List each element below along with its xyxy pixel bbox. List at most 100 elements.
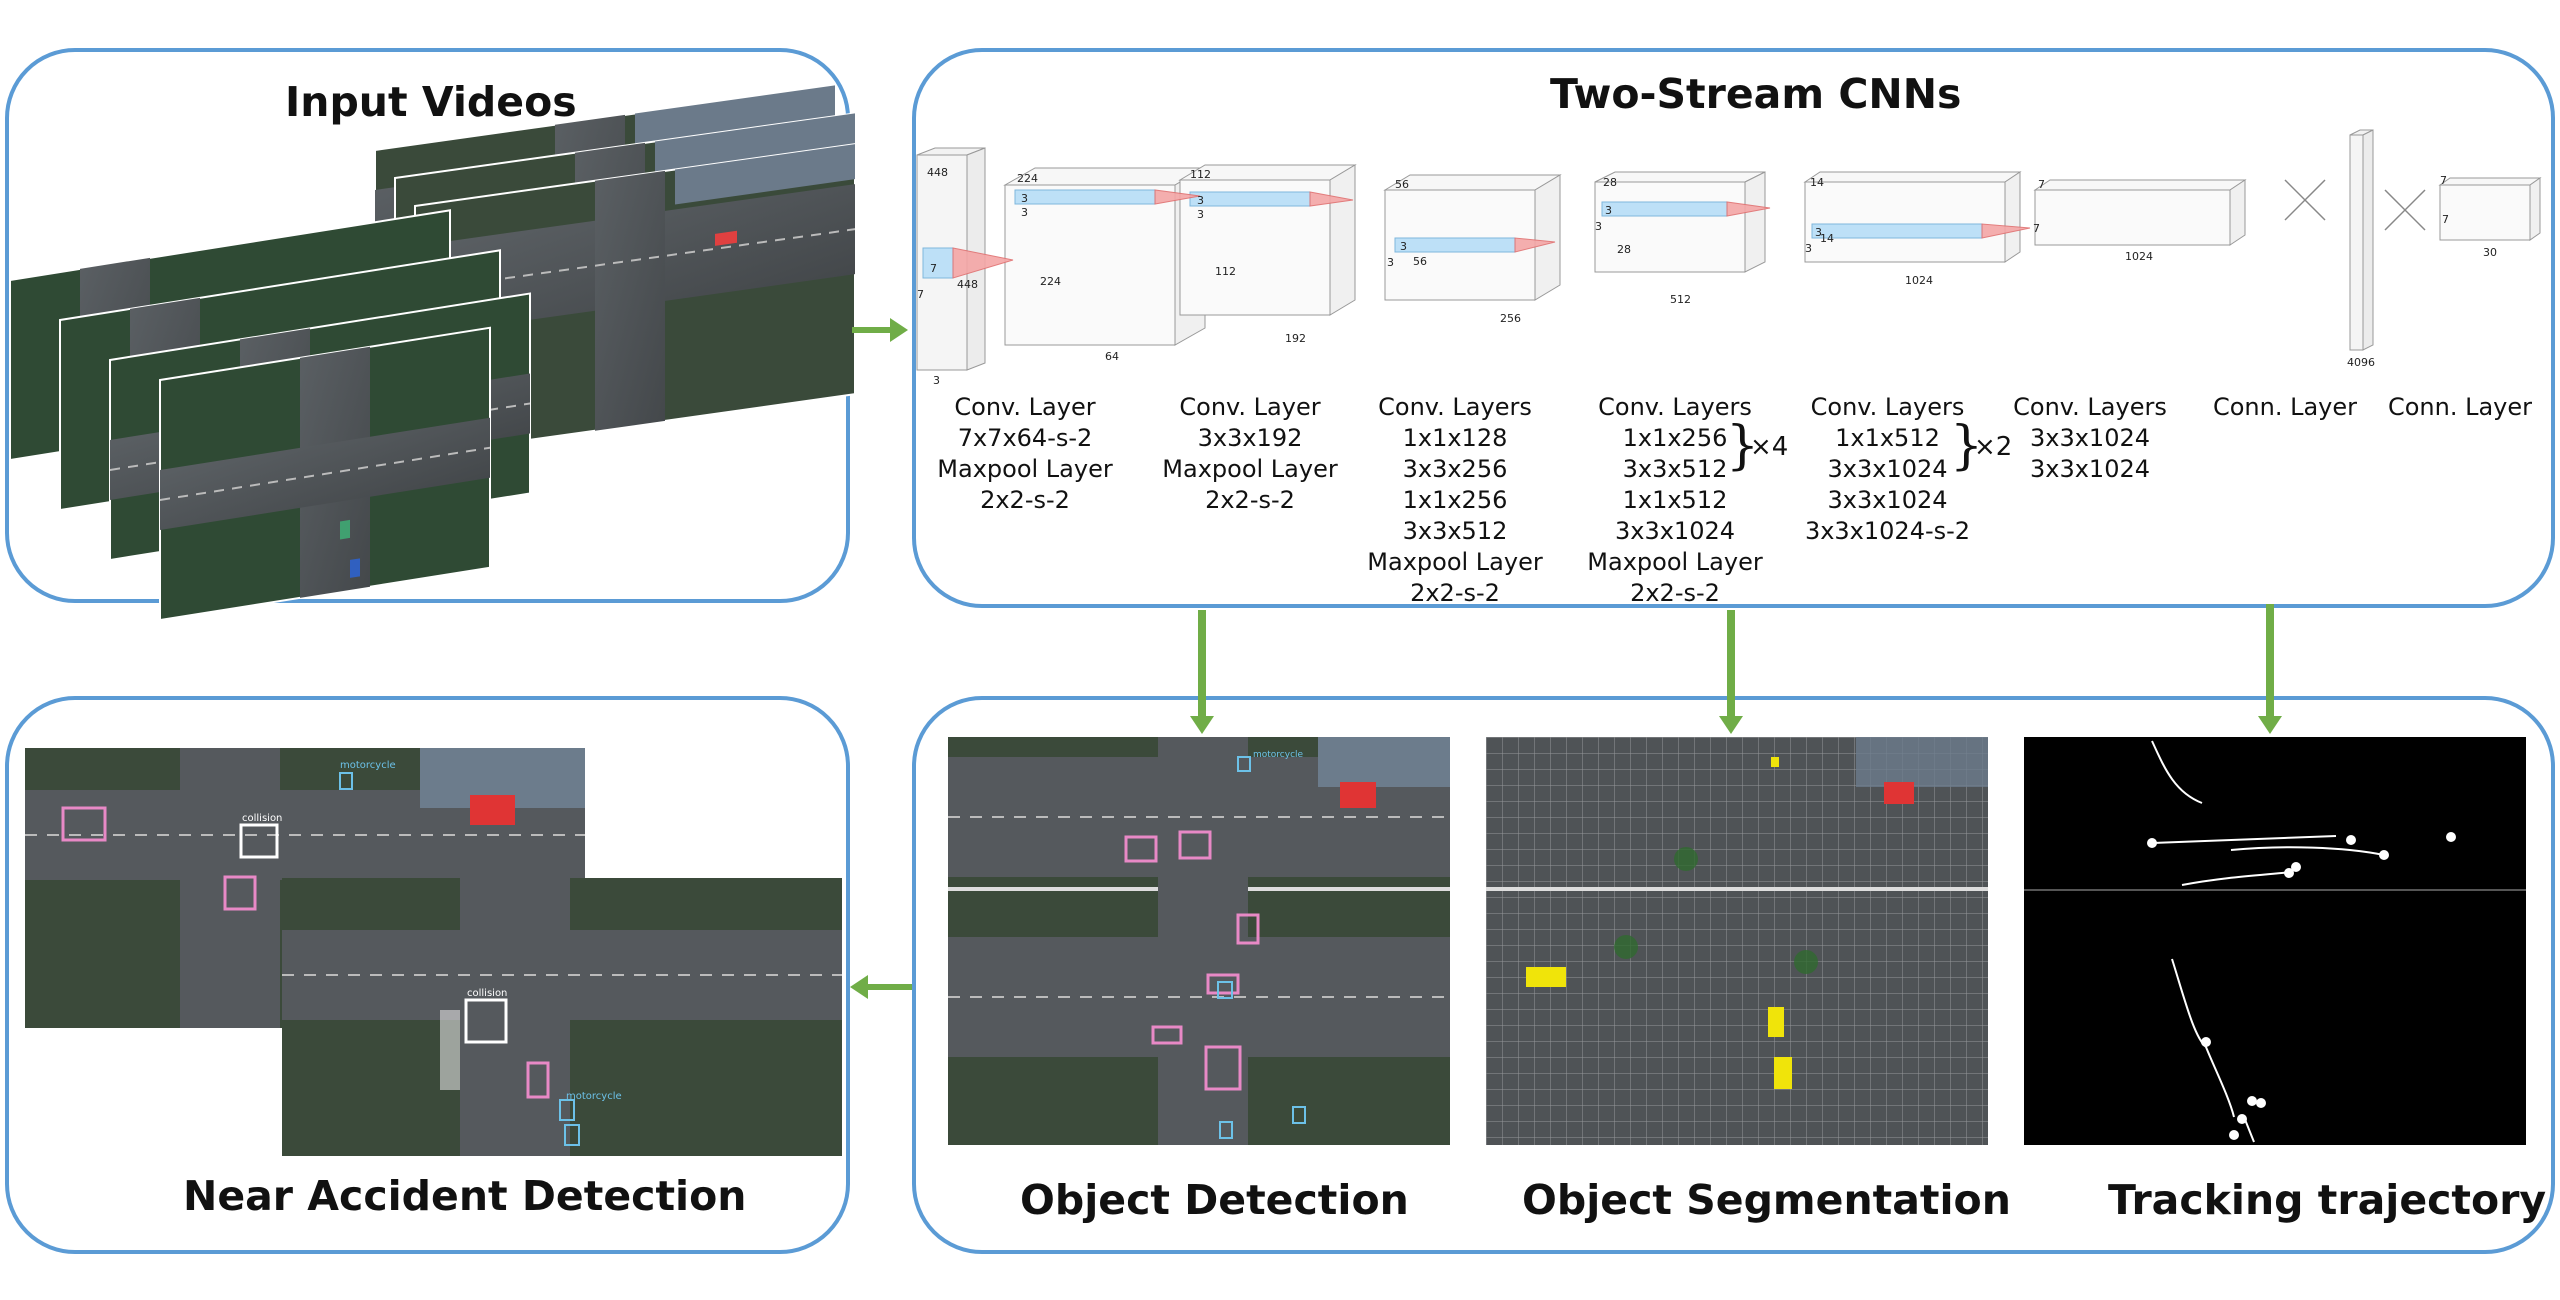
label-line: 2x2-s-2 — [980, 486, 1070, 514]
dim-b1-3: 7 — [930, 262, 937, 275]
tracking-trajectory-title: Tracking trajectory — [2108, 1176, 2547, 1224]
detection-box — [559, 1099, 575, 1121]
track-point — [2446, 832, 2456, 842]
dim-b3-1: 112 — [1215, 265, 1236, 278]
near-accident-images: collision motorcycle collision motorcycl… — [25, 748, 842, 1156]
label-line: Conn. Layer — [2387, 393, 2533, 421]
label-line: 2x2-s-2 — [1205, 486, 1295, 514]
input-video-frames — [9, 84, 856, 620]
dim-b2-4: 3 — [1021, 206, 1028, 219]
label-line: 3x3x512 — [1622, 455, 1728, 483]
label-line: Conv. Layers — [1598, 393, 1752, 421]
dim-b5-0: 28 — [1603, 176, 1617, 189]
dim-b6-1: 14 — [1820, 232, 1834, 245]
label-line: Conv. Layers — [1810, 393, 1965, 421]
label-line: 1x1x512 — [1622, 486, 1728, 514]
motorcycle-label-det: motorcycle — [1253, 750, 1304, 760]
dim-b1-1: 448 — [957, 278, 978, 291]
detection-box — [1178, 830, 1212, 860]
label-line: 1x1x512 — [1835, 424, 1940, 452]
dim-b1-4: 7 — [917, 288, 924, 301]
dim-b9-1: 7 — [2442, 213, 2449, 226]
dim-b1-0: 448 — [927, 166, 948, 179]
dim-b4-0: 56 — [1395, 178, 1409, 191]
label-line: Maxpool Layer — [1367, 548, 1543, 576]
dim-b4-1: 56 — [1413, 255, 1427, 268]
label-line: Maxpool Layer — [1587, 548, 1763, 576]
detection-box — [1236, 913, 1260, 945]
arrow-input-to-cnn-head — [890, 318, 908, 342]
dim-b5-4: 3 — [1595, 220, 1602, 233]
detection-box — [1124, 835, 1158, 863]
collision-label-front: collision — [467, 988, 507, 999]
dim-b2-2: 64 — [1105, 350, 1119, 363]
track-point — [2237, 1114, 2247, 1124]
input-videos-title: Input Videos — [285, 78, 577, 126]
arrow-cnn-to-tracking-head — [2258, 716, 2282, 734]
dim-b6-0: 14 — [1810, 176, 1824, 189]
track-point — [2346, 835, 2356, 845]
track-point — [2379, 850, 2389, 860]
dim-b1-2: 3 — [933, 374, 940, 387]
dim-b3-3: 3 — [1197, 194, 1204, 207]
detection-box — [1151, 1025, 1183, 1045]
collision-label-back: collision — [242, 813, 282, 824]
cnn-label-block1: Conv. Layer 7x7x64-s-2 Maxpool Layer 2x2… — [935, 392, 1115, 516]
track-point — [2291, 862, 2301, 872]
dim-b8-0: 4096 — [2347, 356, 2375, 369]
dim-b6-3: 3 — [1815, 226, 1822, 239]
detection-box — [239, 823, 279, 859]
label-line: 3x3x1024 — [2029, 455, 2151, 483]
cnn-label-block8: Conn. Layer — [2375, 392, 2545, 423]
track-point — [2284, 868, 2294, 878]
label-line: 3x3x256 — [1402, 455, 1508, 483]
track-point — [2147, 838, 2157, 848]
label-line: 3x3x1024-s-2 — [1804, 517, 1971, 545]
dim-b6-4: 3 — [1805, 242, 1812, 255]
cnn-label-block6: Conv. Layers 3x3x1024 3x3x1024 — [2005, 392, 2175, 485]
label-line: 2x2-s-2 — [1410, 579, 1500, 607]
cnn-label-block4: Conv. Layers 1x1x256 3x3x512 1x1x512 3x3… — [1585, 392, 1765, 609]
cnn-label-block2: Conv. Layer 3x3x192 Maxpool Layer 2x2-s-… — [1160, 392, 1340, 516]
dim-b4-4: 3 — [1387, 256, 1394, 269]
label-line: 3x3x1024 — [1827, 455, 1948, 483]
two-stream-cnns-title: Two-Stream CNNs — [1550, 70, 1962, 118]
detection-box — [1217, 981, 1233, 999]
label-line: 7x7x64-s-2 — [957, 424, 1093, 452]
dim-b3-4: 3 — [1197, 208, 1204, 221]
detection-box — [564, 1124, 580, 1146]
arrow-cnn-to-detection — [1198, 610, 1206, 718]
label-line: 1x1x256 — [1402, 486, 1508, 514]
detection-box — [61, 806, 107, 842]
repeat-x4: ×4 — [1750, 432, 1789, 462]
detection-box — [1204, 1045, 1242, 1091]
track-point — [2247, 1096, 2257, 1106]
dim-b7-2: 1024 — [2125, 250, 2153, 263]
label-line: 3x3x1024 — [1827, 486, 1948, 514]
repeat-brace-block4: } — [1726, 416, 1760, 476]
label-line: Conn. Layer — [2212, 393, 2358, 421]
dim-b2-1: 224 — [1040, 275, 1061, 288]
object-segmentation-image — [1486, 737, 1988, 1145]
arrow-cnn-to-segmentation — [1727, 610, 1735, 718]
label-line: Conv. Layers — [1378, 393, 1532, 421]
dim-b3-2: 192 — [1285, 332, 1306, 345]
dim-b7-1: 7 — [2033, 222, 2040, 235]
arrow-input-to-cnn — [852, 327, 892, 333]
track-point — [2229, 1130, 2239, 1140]
cnn-architecture: 448 448 3 7 7 224 224 64 3 3 112 112 192… — [916, 129, 2542, 387]
motorcycle-label-back: motorcycle — [340, 760, 396, 771]
label-line: 3x3x1024 — [1614, 517, 1736, 545]
dim-b3-0: 112 — [1190, 168, 1211, 181]
near-accident-title: Near Accident Detection — [183, 1172, 747, 1220]
cnn-label-block3: Conv. Layers 1x1x128 3x3x256 1x1x256 3x3… — [1365, 392, 1545, 609]
label-line: Conv. Layer — [954, 393, 1096, 421]
arrow-cnn-to-tracking — [2266, 604, 2274, 718]
arrow-outputs-to-near-accident — [868, 984, 912, 990]
dim-b5-2: 512 — [1670, 293, 1691, 306]
dim-b7-0: 7 — [2038, 178, 2045, 191]
object-detection-title: Object Detection — [1020, 1176, 1409, 1224]
motorcycle-label-front: motorcycle — [566, 1091, 622, 1102]
dim-b4-3: 3 — [1400, 240, 1407, 253]
dim-b4-2: 256 — [1500, 312, 1521, 325]
